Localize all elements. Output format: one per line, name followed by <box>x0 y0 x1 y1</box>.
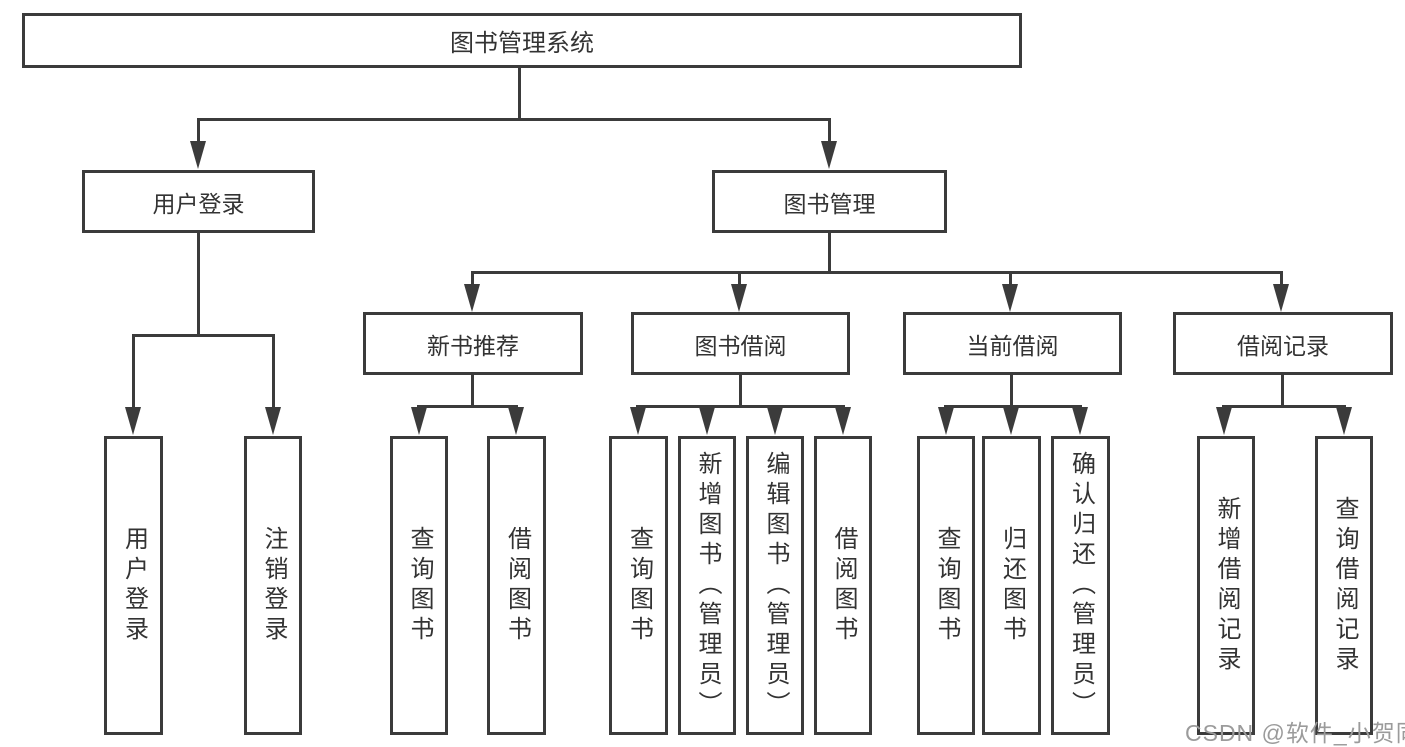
connector-arrowhead <box>508 407 524 435</box>
connector-line <box>1222 405 1346 408</box>
leaf-user-login: 用户登录 <box>104 436 163 735</box>
connector-arrowhead <box>1072 407 1088 435</box>
leaf-bb-edit-books-admin: 编辑图书（管理员） <box>746 436 804 735</box>
leaf-logout: 注销登录 <box>244 436 302 735</box>
connector-line <box>1010 375 1013 408</box>
connector-line <box>197 118 200 144</box>
connector-line <box>828 233 831 274</box>
connector-arrowhead <box>821 141 837 169</box>
leaf-bb-borrow-books-label: 借阅图书 <box>830 525 857 646</box>
connector-arrowhead <box>835 407 851 435</box>
leaf-bb-add-books-admin: 新增图书（管理员） <box>678 436 736 735</box>
node-book-borrow-label: 图书借阅 <box>694 332 787 359</box>
node-borrow-records-label: 借阅记录 <box>1237 332 1329 359</box>
leaf-nbr-borrow-books-label: 借阅图书 <box>503 525 531 646</box>
connector-line <box>518 67 521 120</box>
connector-line <box>1281 375 1284 408</box>
leaf-br-add-record: 新增借阅记录 <box>1197 436 1255 735</box>
leaf-cb-confirm-return-admin: 确认归还（管理员） <box>1051 436 1110 735</box>
leaf-bb-query-books-label: 查询图书 <box>625 525 653 646</box>
connector-line <box>272 334 275 409</box>
connector-line <box>197 233 200 337</box>
connector-line <box>828 118 831 144</box>
leaf-bb-edit-books-admin-label: 编辑图书（管理员） <box>762 450 789 721</box>
connector-line <box>471 271 474 285</box>
node-user-login-group: 用户登录 <box>82 170 315 233</box>
connector-arrowhead <box>699 407 715 435</box>
leaf-cb-confirm-return-admin-label: 确认归还（管理员） <box>1067 450 1095 721</box>
node-user-login-group-label: 用户登录 <box>152 190 245 217</box>
connector-arrowhead <box>1273 284 1289 312</box>
leaf-nbr-query-books-label: 查询图书 <box>406 525 433 646</box>
connector-line <box>739 375 742 408</box>
connector-line <box>471 375 474 408</box>
leaf-cb-query-books: 查询图书 <box>917 436 975 735</box>
connector-line <box>471 271 1283 274</box>
node-root-label: 图书管理系统 <box>450 30 594 57</box>
connector-line <box>636 405 845 408</box>
connector-arrowhead <box>938 407 954 435</box>
node-root: 图书管理系统 <box>22 13 1022 68</box>
leaf-br-query-record: 查询借阅记录 <box>1315 436 1373 735</box>
connector-line <box>944 405 1082 408</box>
leaf-nbr-query-books: 查询图书 <box>390 436 448 735</box>
connector-arrowhead <box>464 284 480 312</box>
connector-arrowhead <box>265 407 281 435</box>
node-book-management-group: 图书管理 <box>712 170 947 233</box>
connector-line <box>1009 271 1012 285</box>
leaf-user-login-label: 用户登录 <box>120 525 148 646</box>
connector-line <box>197 118 831 121</box>
connector-arrowhead <box>1216 407 1232 435</box>
connector-arrowhead <box>190 141 206 169</box>
node-book-management-group-label: 图书管理 <box>783 190 876 217</box>
node-current-borrow: 当前借阅 <box>903 312 1122 375</box>
node-new-book-recommend: 新书推荐 <box>363 312 583 375</box>
leaf-logout-label: 注销登录 <box>260 525 287 646</box>
leaf-cb-query-books-label: 查询图书 <box>933 525 960 646</box>
connector-arrowhead <box>411 407 427 435</box>
node-new-book-recommend-label: 新书推荐 <box>427 332 519 359</box>
connector-line <box>132 334 135 409</box>
connector-line <box>417 405 518 408</box>
connector-line <box>132 334 275 337</box>
leaf-br-add-record-label: 新增借阅记录 <box>1213 495 1240 676</box>
leaf-br-query-record-label: 查询借阅记录 <box>1331 495 1358 676</box>
connector-arrowhead <box>125 407 141 435</box>
leaf-nbr-borrow-books: 借阅图书 <box>487 436 546 735</box>
leaf-cb-return-books-label: 归还图书 <box>998 525 1026 646</box>
connector-arrowhead <box>1336 407 1352 435</box>
node-current-borrow-label: 当前借阅 <box>966 332 1059 359</box>
connector-line <box>738 271 741 285</box>
leaf-cb-return-books: 归还图书 <box>982 436 1041 735</box>
connector-arrowhead <box>731 284 747 312</box>
connector-arrowhead <box>1002 284 1018 312</box>
csdn-watermark: CSDN @软件_小贺同学 <box>1185 720 1405 746</box>
connector-arrowhead <box>630 407 646 435</box>
connector-line <box>1280 271 1283 285</box>
leaf-bb-borrow-books: 借阅图书 <box>814 436 872 735</box>
node-book-borrow: 图书借阅 <box>631 312 850 375</box>
connector-arrowhead <box>1003 407 1019 435</box>
leaf-bb-query-books: 查询图书 <box>609 436 668 735</box>
connector-arrowhead <box>767 407 783 435</box>
node-borrow-records: 借阅记录 <box>1173 312 1393 375</box>
leaf-bb-add-books-admin-label: 新增图书（管理员） <box>694 450 721 721</box>
